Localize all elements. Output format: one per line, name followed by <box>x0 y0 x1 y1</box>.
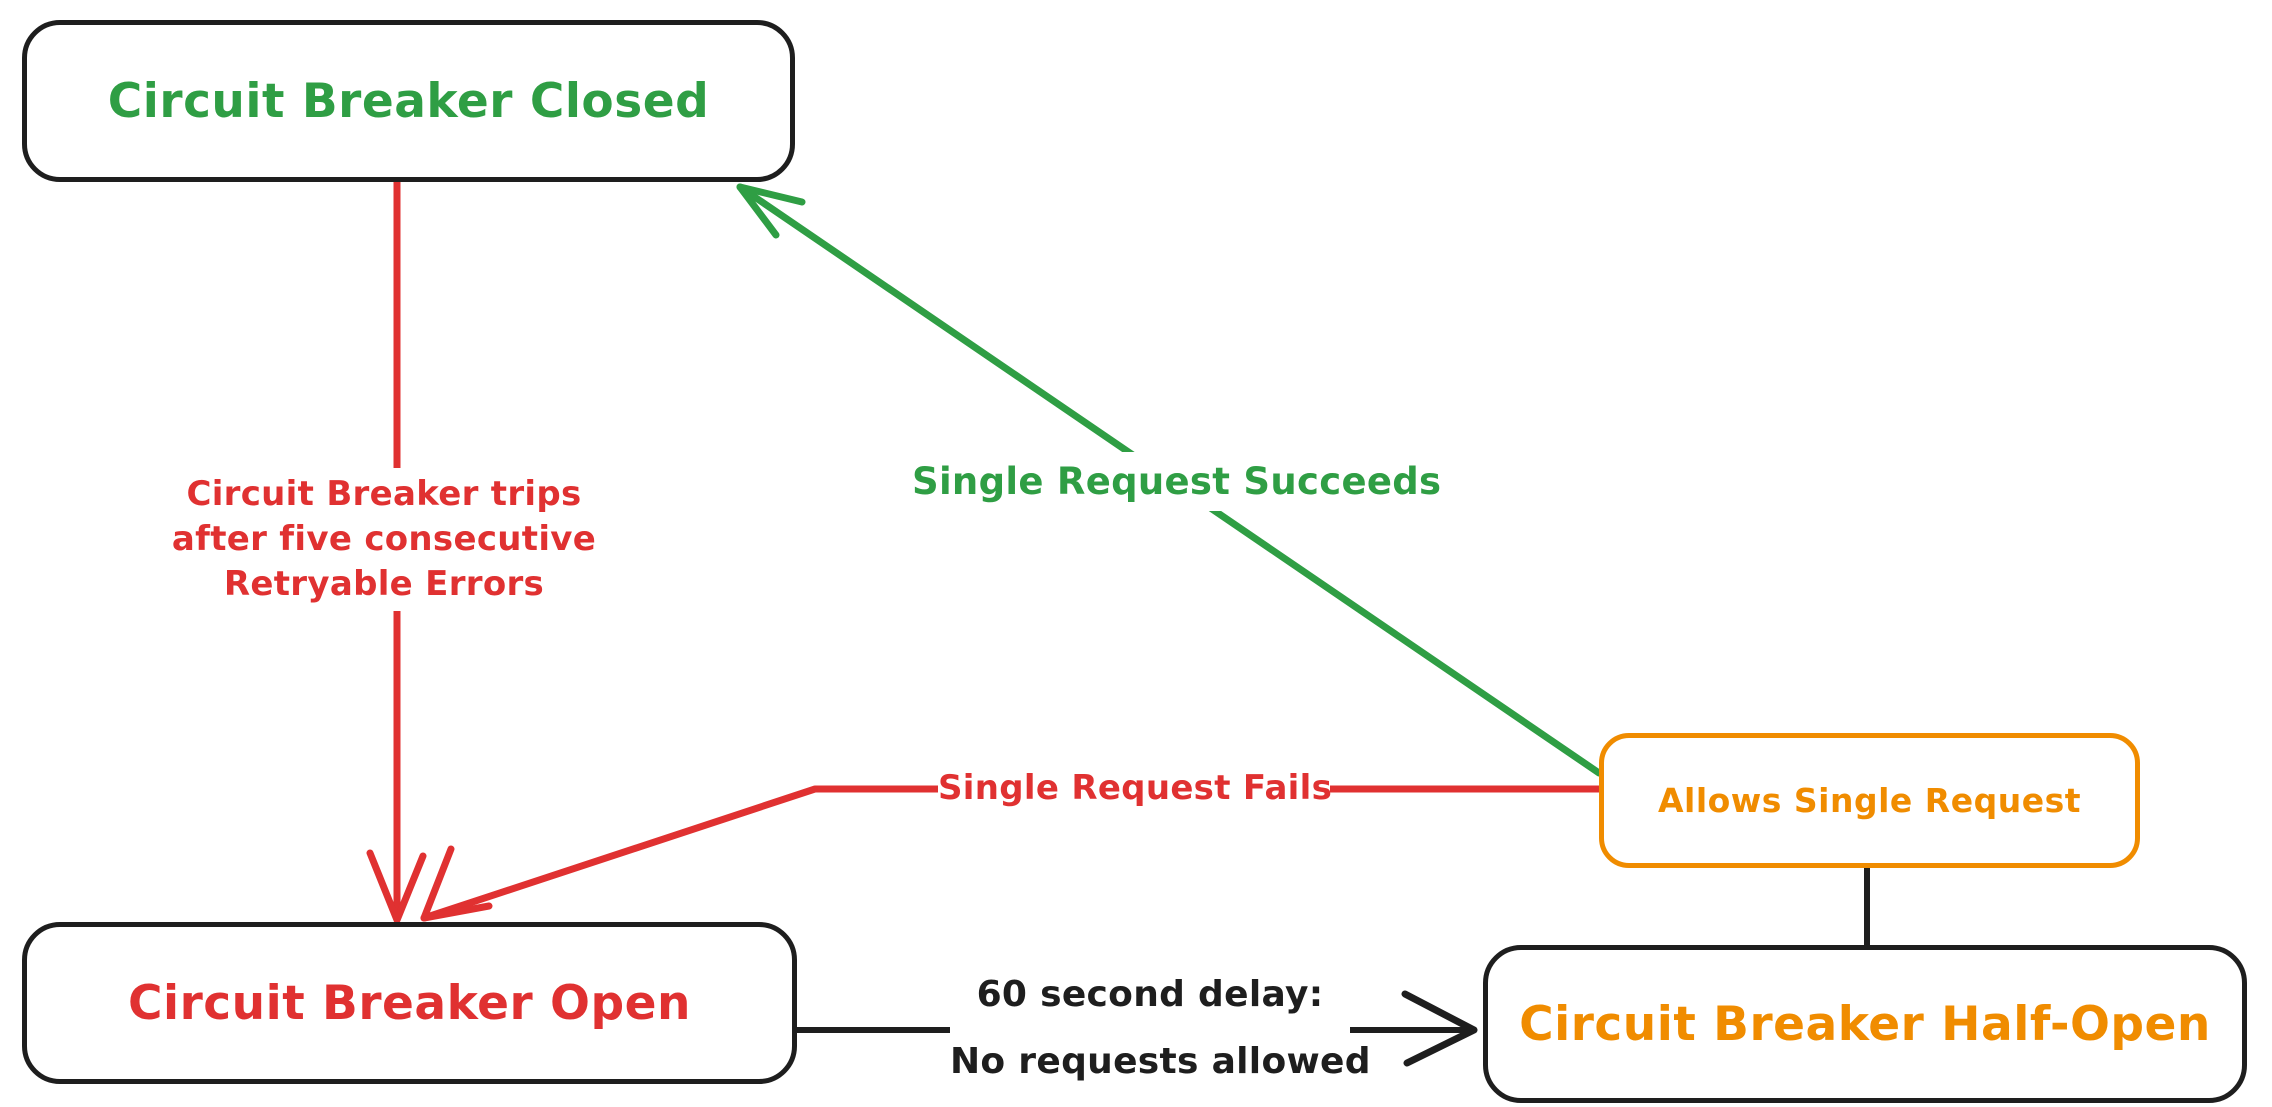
edge-label-delay-line2: No requests allowed <box>950 1040 1371 1082</box>
node-circuit-breaker-open: Circuit Breaker Open <box>22 922 797 1084</box>
node-circuit-breaker-open-label: Circuit Breaker Open <box>128 975 691 1031</box>
edge-fails-line <box>420 785 1603 922</box>
edge-fails-arrowhead <box>420 845 493 922</box>
edge-label-delay-line1: 60 second delay: <box>976 974 1324 1015</box>
node-circuit-breaker-closed-label: Circuit Breaker Closed <box>107 73 710 129</box>
edge-delay-arrowhead <box>1401 990 1478 1067</box>
node-circuit-breaker-closed: Circuit Breaker Closed <box>22 20 795 182</box>
node-circuit-breaker-half-open-label: Circuit Breaker Half-Open <box>1519 996 2211 1052</box>
edge-label-single-request-succeeds: Single Request Succeeds <box>912 452 1441 512</box>
edge-label-trips: Circuit Breaker trips after five consecu… <box>166 468 602 611</box>
node-allows-single-request: Allows Single Request <box>1599 733 2140 868</box>
node-circuit-breaker-half-open: Circuit Breaker Half-Open <box>1483 945 2247 1103</box>
node-allows-single-request-label: Allows Single Request <box>1657 781 2082 820</box>
edge-label-single-request-fails: Single Request Fails <box>938 760 1332 818</box>
edge-label-trips-line1: Circuit Breaker trips <box>186 474 582 514</box>
edge-label-trips-line2: after five consecutive <box>171 518 597 559</box>
edge-trips-arrowhead <box>366 849 427 924</box>
edge-succeeds-arrowhead <box>736 183 806 239</box>
edge-label-trips-line3: Retryable Errors <box>223 563 545 604</box>
edge-label-delay: 60 second delay: No requests allowed <box>950 962 1371 1096</box>
